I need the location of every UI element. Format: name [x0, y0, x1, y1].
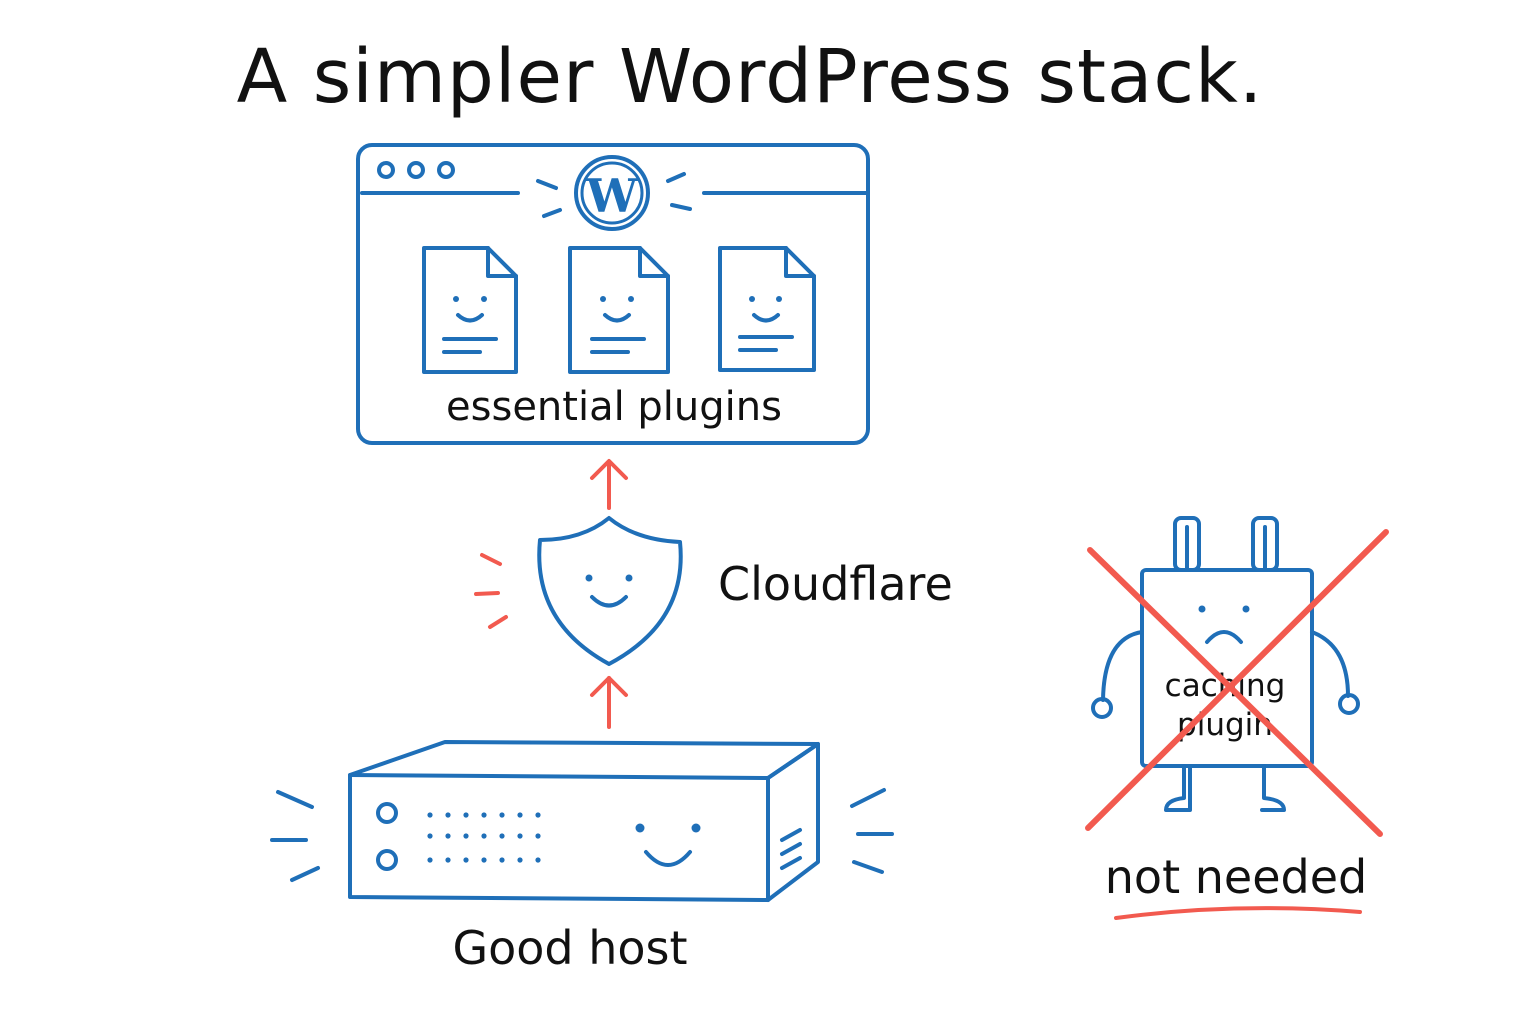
plugin-document-icon	[718, 246, 816, 372]
shield-icon	[474, 516, 683, 666]
shield-label: Cloudflare	[718, 557, 953, 611]
status-underline	[1114, 906, 1362, 920]
server-vent-dots	[427, 812, 541, 863]
red-x-icon	[1085, 529, 1389, 837]
plugin-document-icon	[422, 246, 518, 374]
wordpress-logo-icon: W	[574, 155, 650, 231]
plug-character-icon: caching plugin	[1091, 516, 1360, 812]
arrow-up-icon	[590, 676, 628, 729]
arrow-up-icon	[590, 459, 628, 510]
server-label: Good host	[452, 921, 687, 975]
browser-window-icon: W essen	[356, 143, 870, 445]
diagram-title: A simpler WordPress stack.	[237, 34, 1264, 120]
wordpress-logo-letter: W	[585, 169, 639, 223]
plugin-document-icon	[568, 246, 670, 374]
plugin-status: not needed	[1105, 850, 1367, 904]
browser-label: essential plugins	[446, 384, 782, 430]
server-icon	[270, 740, 894, 902]
